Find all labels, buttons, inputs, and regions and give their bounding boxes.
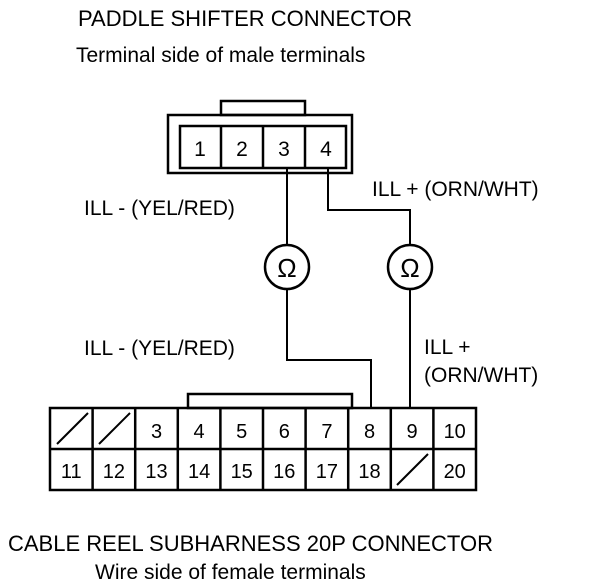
bottom-connector-title: CABLE REEL SUBHARNESS 20P CONNECTOR [8, 531, 493, 556]
ill-minus-top-label: ILL - (YEL/RED) [84, 197, 235, 220]
bottom-pin: 5 [236, 421, 247, 443]
blank-cell-19-mark [396, 453, 429, 486]
bottom-pin: 16 [273, 461, 295, 483]
top-pin-3: 3 [278, 138, 290, 161]
bottom-pin: 11 [61, 461, 82, 483]
bottom-pin: 8 [364, 421, 375, 443]
bottom-pin: 3 [151, 421, 162, 443]
bottom-pin: 18 [358, 461, 380, 483]
ohmmeter-left: Ω [263, 243, 311, 291]
bottom-pin: 13 [145, 461, 167, 483]
bottom-pin: 9 [407, 421, 418, 443]
top-connector-subtitle: Terminal side of male terminals [76, 44, 365, 67]
blank-cell-2-mark [98, 412, 131, 445]
top-connector-outer [166, 113, 354, 175]
blank-cell-1-mark [56, 412, 89, 445]
ohmmeter-right: Ω [386, 243, 434, 291]
top-pin-4: 4 [320, 138, 332, 161]
ill-minus-bottom-label: ILL - (YEL/RED) [84, 337, 235, 360]
bottom-pin: 12 [103, 461, 125, 483]
bottom-connector-tab [186, 392, 354, 410]
bottom-pin: 14 [188, 461, 210, 483]
ill-plus-bottom-label-1: ILL + [424, 336, 471, 359]
top-connector-title: PADDLE SHIFTER CONNECTOR [78, 6, 412, 31]
top-pin-2: 2 [236, 138, 248, 161]
top-pin-1: 1 [194, 138, 206, 161]
bottom-pin: 6 [279, 421, 290, 443]
bottom-pin: 4 [194, 421, 205, 443]
cable-reel-20p-connector: 3 4 5 6 7 8 9 10 11 12 13 14 15 16 17 18 20 [48, 392, 478, 492]
ill-plus-bottom-label-2: (ORN/WHT) [424, 364, 538, 387]
ill-plus-top-label: ILL + (ORN/WHT) [372, 178, 539, 201]
bottom-pin: 10 [444, 421, 466, 443]
bottom-pin: 15 [231, 461, 253, 483]
bottom-pin: 17 [316, 461, 338, 483]
ohm-symbol-left: Ω [277, 253, 296, 283]
wires [286, 168, 411, 408]
paddle-shifter-connector: 1 2 3 4 [166, 99, 354, 175]
ohm-symbol-right: Ω [400, 253, 419, 283]
bottom-connector-subtitle: Wire side of female terminals [95, 561, 366, 584]
top-connector-tab [219, 99, 307, 117]
ill-plus-wire-upper [327, 168, 411, 245]
ill-minus-wire-lower [286, 289, 372, 408]
bottom-pin: 20 [444, 461, 466, 483]
bottom-pin: 7 [321, 421, 332, 443]
